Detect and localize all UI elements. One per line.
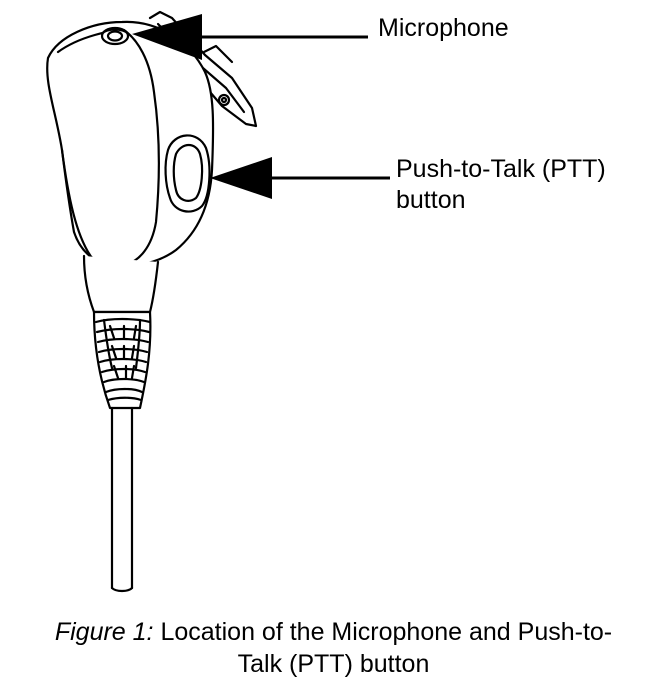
microphone-port-icon (100, 26, 130, 46)
caption-text-line2: Talk (PTT) button (237, 650, 430, 678)
ptt-callout-arrow (210, 157, 390, 199)
ptt-button-label: Push-to-Talk (PTT) button (396, 154, 606, 216)
ptt-label-line2: button (396, 186, 466, 214)
speaker-microphone-illustration (46, 10, 390, 593)
caption-text-line1: Location of the Microphone and Push-to- (153, 618, 613, 646)
figure-caption: Figure 1: Location of the Microphone and… (0, 616, 667, 680)
body-side-edge (60, 148, 94, 260)
microphone-callout-arrow (132, 14, 368, 60)
device-neck (82, 254, 160, 314)
microphone-label: Microphone (378, 14, 509, 42)
ptt-label-line1: Push-to-Talk (PTT) (396, 155, 606, 183)
caption-line1: Figure 1: Location of the Microphone and… (0, 616, 667, 648)
cable (110, 406, 134, 593)
figure-number: Figure 1: (54, 618, 154, 646)
ptt-button-shape (164, 134, 211, 213)
strain-relief-boot (92, 310, 152, 410)
